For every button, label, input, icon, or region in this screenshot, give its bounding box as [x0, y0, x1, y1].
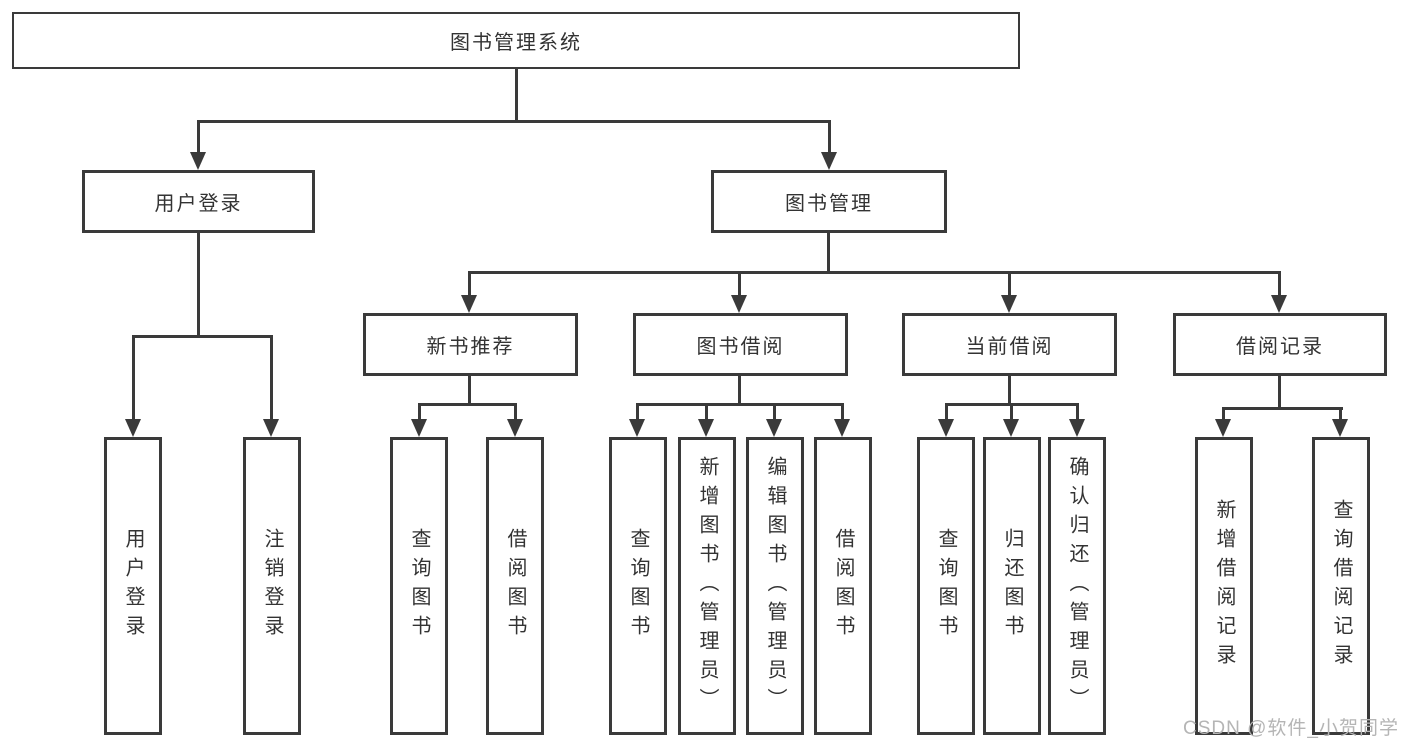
arrowhead-down-icon	[1069, 419, 1085, 437]
connector-line	[1278, 376, 1281, 407]
connector-line	[197, 120, 831, 123]
connector-line	[636, 403, 639, 423]
connector-line	[418, 403, 517, 406]
connector-line	[1222, 407, 1343, 410]
node-root-label: 图书管理系统	[450, 32, 582, 54]
node-book-borrow: 图书借阅	[633, 313, 848, 376]
connector-line	[468, 271, 1281, 274]
leaf-records-query: 查询借阅记录	[1312, 437, 1370, 735]
leaf-borrow-edit: 编辑图书（管理员）	[746, 437, 804, 735]
connector-line	[1008, 271, 1011, 297]
arrowhead-down-icon	[834, 419, 850, 437]
connector-line	[841, 403, 844, 423]
node-borrow-records: 借阅记录	[1173, 313, 1387, 376]
arrowhead-down-icon	[190, 152, 206, 170]
leaf-newbook-borrow: 借阅图书	[486, 437, 544, 735]
connector-line	[773, 403, 776, 423]
leaf-borrow-query-label: 查询图书	[627, 528, 649, 644]
connector-line	[1278, 271, 1281, 297]
arrowhead-down-icon	[1271, 295, 1287, 313]
connector-line	[468, 376, 471, 403]
arrowhead-down-icon	[507, 419, 523, 437]
arrowhead-down-icon	[629, 419, 645, 437]
leaf-borrow-edit-label: 编辑图书（管理员）	[764, 455, 786, 717]
connector-line	[514, 403, 517, 423]
leaf-borrow-book: 借阅图书	[814, 437, 872, 735]
arrowhead-down-icon	[1215, 419, 1231, 437]
leaf-current-query-label: 查询图书	[935, 528, 957, 644]
arrowhead-down-icon	[125, 419, 141, 437]
connector-line	[738, 376, 741, 403]
leaf-newbook-borrow-label: 借阅图书	[504, 528, 526, 644]
connector-line	[945, 403, 948, 423]
leaf-current-confirm: 确认归还（管理员）	[1048, 437, 1106, 735]
leaf-records-query-label: 查询借阅记录	[1330, 499, 1352, 673]
arrowhead-down-icon	[1003, 419, 1019, 437]
node-book-management-label: 图书管理	[785, 193, 873, 215]
connector-line	[705, 403, 708, 423]
arrowhead-down-icon	[938, 419, 954, 437]
arrowhead-down-icon	[461, 295, 477, 313]
arrowhead-down-icon	[698, 419, 714, 437]
leaf-newbook-query-label: 查询图书	[408, 528, 430, 644]
leaf-current-return-label: 归还图书	[1001, 528, 1023, 644]
arrowhead-down-icon	[821, 152, 837, 170]
leaf-user-login: 用户登录	[104, 437, 162, 735]
connector-line	[738, 271, 741, 297]
node-book-management: 图书管理	[711, 170, 947, 233]
connector-line	[828, 120, 831, 154]
leaf-records-add: 新增借阅记录	[1195, 437, 1253, 735]
connector-line	[1339, 407, 1342, 423]
csdn-watermark: CSDN @软件_小贺同学	[1183, 718, 1399, 739]
connector-line	[132, 335, 135, 421]
leaf-borrow-book-label: 借阅图书	[832, 528, 854, 644]
arrowhead-down-icon	[1001, 295, 1017, 313]
connector-line	[132, 335, 273, 338]
node-book-borrow-label: 图书借阅	[696, 336, 785, 358]
connector-line	[1010, 403, 1013, 423]
node-new-book-recommend-label: 新书推荐	[426, 336, 515, 358]
leaf-newbook-query: 查询图书	[390, 437, 448, 735]
node-current-borrow-label: 当前借阅	[965, 336, 1054, 358]
node-user-login-label: 用户登录	[154, 193, 243, 215]
connector-line	[1076, 403, 1079, 423]
connector-line	[1008, 376, 1011, 403]
leaf-user-login-label: 用户登录	[122, 528, 144, 644]
arrowhead-down-icon	[1332, 419, 1348, 437]
leaf-borrow-query: 查询图书	[609, 437, 667, 735]
arrowhead-down-icon	[766, 419, 782, 437]
leaf-logout-label: 注销登录	[261, 528, 283, 644]
connector-line	[197, 233, 200, 335]
leaf-current-confirm-label: 确认归还（管理员）	[1066, 455, 1088, 717]
node-current-borrow: 当前借阅	[902, 313, 1117, 376]
connector-line	[418, 403, 421, 423]
leaf-borrow-add: 新增图书（管理员）	[678, 437, 736, 735]
connector-line	[827, 233, 830, 271]
arrowhead-down-icon	[411, 419, 427, 437]
connector-line	[636, 403, 844, 406]
connector-line	[1222, 407, 1225, 423]
connector-line	[270, 335, 273, 421]
node-user-login: 用户登录	[82, 170, 315, 233]
node-root: 图书管理系统	[12, 12, 1020, 69]
connector-line	[468, 271, 471, 297]
node-borrow-records-label: 借阅记录	[1236, 336, 1324, 358]
leaf-records-add-label: 新增借阅记录	[1213, 499, 1235, 673]
leaf-current-query: 查询图书	[917, 437, 975, 735]
connector-line	[197, 120, 200, 154]
leaf-borrow-add-label: 新增图书（管理员）	[696, 455, 718, 717]
leaf-logout: 注销登录	[243, 437, 301, 735]
node-new-book-recommend: 新书推荐	[363, 313, 578, 376]
connector-line	[515, 69, 518, 120]
leaf-current-return: 归还图书	[983, 437, 1041, 735]
arrowhead-down-icon	[263, 419, 279, 437]
arrowhead-down-icon	[731, 295, 747, 313]
